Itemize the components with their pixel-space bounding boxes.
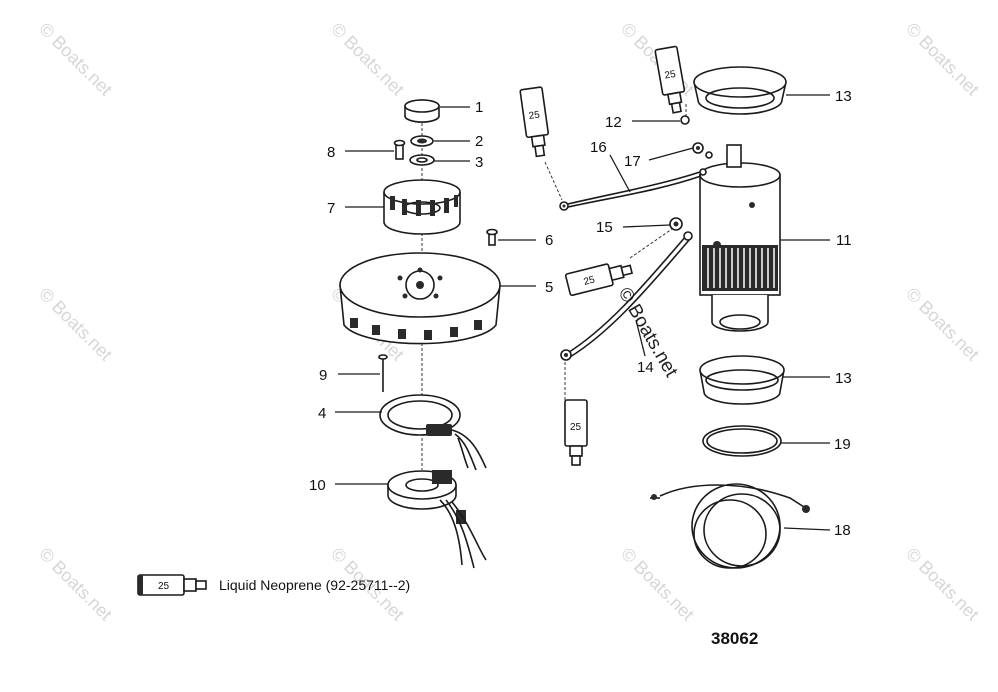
part-17-terminal xyxy=(692,142,713,159)
callout-15: 15 xyxy=(596,219,613,236)
tube-label: 25 xyxy=(583,274,597,287)
tube-label: 25 xyxy=(664,69,677,82)
part-11-starter-motor xyxy=(699,144,781,332)
callout-6: 6 xyxy=(545,232,553,249)
part-16-cable xyxy=(559,168,707,211)
part-1-cap xyxy=(404,99,440,123)
part-10-stator xyxy=(387,470,487,569)
part-2-nut xyxy=(410,135,434,147)
part-3-washer xyxy=(409,154,435,166)
callout-18: 18 xyxy=(834,522,851,539)
watermark: © Boats.net xyxy=(902,544,983,625)
watermark: © Boats.net xyxy=(35,544,116,625)
sealant-tube-4: 25 xyxy=(564,399,588,466)
legend: 25 Liquid Neoprene (92-25711--2) xyxy=(137,574,410,596)
callout-16: 16 xyxy=(590,139,607,156)
callout-11: 11 xyxy=(836,232,852,249)
callout-17: 17 xyxy=(624,153,641,170)
callout-1: 1 xyxy=(475,99,483,116)
part-7-starter-cup xyxy=(383,179,461,235)
callout-9: 9 xyxy=(319,367,327,384)
watermark: © Boats.net xyxy=(902,19,983,100)
callout-13-lower: 13 xyxy=(835,370,852,387)
callout-10: 10 xyxy=(309,477,326,494)
part-8-screw xyxy=(393,139,406,160)
part-5-flywheel xyxy=(339,252,501,345)
part-15-nut xyxy=(669,217,683,231)
part-14-cable xyxy=(560,231,693,361)
part-13-upper-cap xyxy=(693,66,787,115)
callout-19: 19 xyxy=(834,436,851,453)
drawing-number: 38062 xyxy=(711,629,758,648)
callout-labels: 1 2 3 8 7 6 5 9 4 10 13 12 17 16 15 11 1… xyxy=(309,88,852,539)
callout-5: 5 xyxy=(545,279,553,296)
callout-2: 2 xyxy=(475,133,483,150)
watermark: © Boats.net xyxy=(327,19,408,100)
sealant-tube-2: 25 xyxy=(654,45,686,114)
callout-4: 4 xyxy=(318,405,326,422)
watermark: © Boats.net xyxy=(35,284,116,365)
flywheel-assembly xyxy=(339,99,501,569)
legend-tube-icon: 25 xyxy=(137,574,207,596)
part-12-nut xyxy=(680,115,690,125)
part-19-o-ring xyxy=(702,425,782,457)
part-18-harness xyxy=(650,483,810,569)
tube-label: 25 xyxy=(570,422,582,433)
part-6-bolt xyxy=(486,228,498,246)
watermark: © Boats.net xyxy=(35,19,116,100)
sealant-tube-3: 25 xyxy=(564,263,634,297)
callout-8: 8 xyxy=(327,144,335,161)
part-4-trigger xyxy=(379,394,487,471)
tube-label: 25 xyxy=(528,109,541,122)
callout-14: 14 xyxy=(637,359,654,376)
starter-assembly xyxy=(544,66,810,569)
callout-7: 7 xyxy=(327,200,335,217)
legend-label: Liquid Neoprene (92-25711--2) xyxy=(219,577,410,593)
watermark: © Boats.net xyxy=(617,544,698,625)
watermark: © Boats.net xyxy=(902,284,983,365)
callout-3: 3 xyxy=(475,154,483,171)
leader-lines xyxy=(335,94,831,531)
part-13-lower-cap xyxy=(699,355,785,405)
part-9-screw xyxy=(378,354,388,392)
callout-12: 12 xyxy=(605,114,622,131)
sealant-tube-1: 25 xyxy=(519,86,550,158)
callout-13-upper: 13 xyxy=(835,88,852,105)
legend-tube-code: 25 xyxy=(158,581,170,592)
